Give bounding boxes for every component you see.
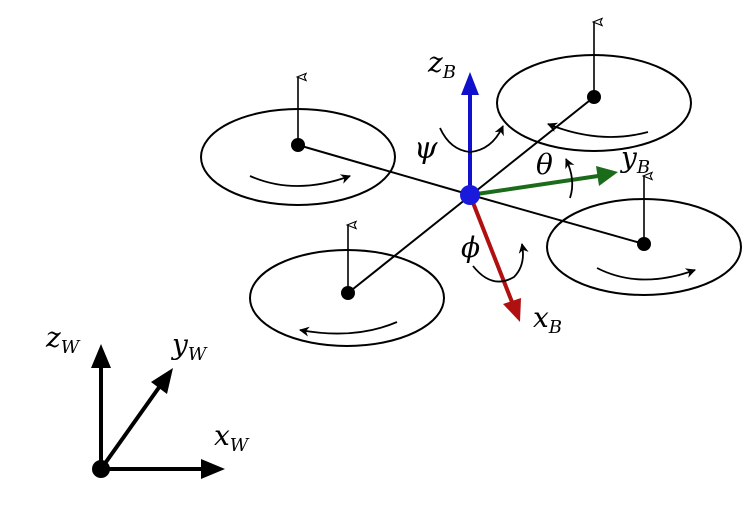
rotor-hub [291,138,305,152]
psi-rotation-arrow-icon [439,125,504,153]
y-body-label: yB [619,141,650,178]
y-world-axis [99,384,162,471]
x-body-axis [468,194,514,303]
rotor-front-left [249,225,445,347]
spin-arrow-icon [596,267,696,281]
z-body-arrowhead [461,72,479,95]
arm-front-left [347,194,472,294]
arm-back-right [470,96,595,196]
z-world-label: zW [45,321,81,358]
x-body-arrowhead [503,298,521,322]
spin-arrow-icon [299,321,398,337]
body-center [460,185,480,205]
rotor-back-left [200,77,396,206]
theta-rotation-arrow-icon [565,158,575,199]
spin-arrow-icon [249,174,351,187]
x-body-label: xB [533,301,562,338]
rotor-hub [637,237,651,251]
theta-label: θ [536,148,553,181]
phi-label: ϕ [461,231,480,264]
x-world-label: xW [214,419,250,456]
world-frame [91,344,225,479]
z-body-label: zB [427,46,456,83]
rotor-front-right [546,176,742,296]
spin-arrow-icon [547,122,649,138]
y-world-label: yW [170,328,208,365]
rotor-back-right [496,22,692,152]
body-frame [439,72,618,322]
x-world-arrowhead [201,459,225,479]
z-world-arrowhead [91,344,111,368]
phi-rotation-arrow-icon [472,243,529,283]
y-world-arrowhead [151,368,173,394]
quad-arms [297,96,645,294]
arm-front-right [470,194,645,245]
y-body-arrowhead [596,166,618,186]
rotor-disk [249,249,445,347]
y-body-axis [469,174,599,197]
rotor-hub [587,90,601,104]
rotor-hub [341,286,355,300]
world-origin [92,460,110,478]
psi-label: ψ [414,131,438,166]
arm-back-left [297,144,472,196]
